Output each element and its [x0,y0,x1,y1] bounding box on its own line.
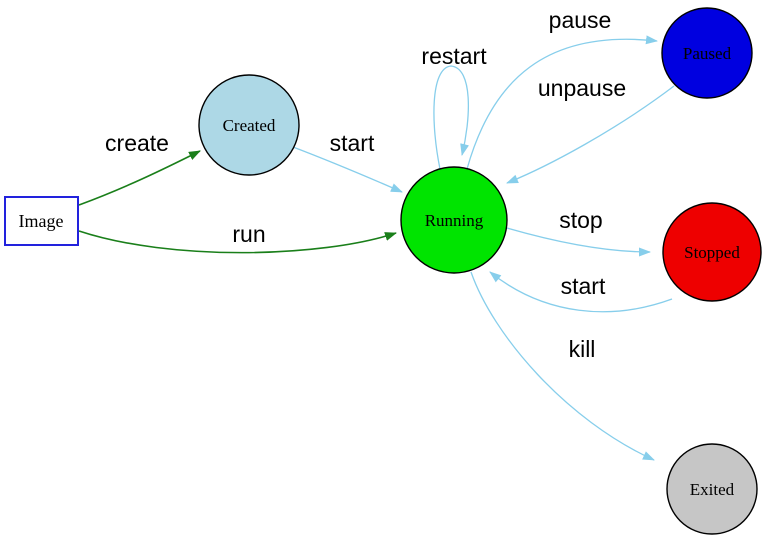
edge-label-pause: pause [549,7,612,33]
edge-label-start-stopped: start [561,273,606,299]
node-label-stopped: Stopped [684,243,740,262]
node-label-created: Created [223,116,276,135]
edge-label-kill: kill [569,336,596,362]
edge-pause [466,35,658,170]
node-image [4,196,79,246]
edge-label-run: run [232,221,265,247]
node-running [400,166,508,274]
edge-kill [470,271,655,461]
node-created [198,74,300,176]
edge-start-stopped [489,271,673,313]
edge-unpause [506,85,675,184]
edge-create [78,150,201,206]
node-label-image: Image [19,211,64,231]
edge-start-created [292,146,403,193]
nodes-layer: Image Created Running Paused Stopped Exi… [4,7,762,535]
edge-label-unpause: unpause [538,75,626,101]
edge-label-start-created: start [330,130,375,156]
edge-label-create: create [105,130,169,156]
node-stopped [662,202,762,302]
edge-labels-layer: create run start restart pause unpause s… [105,7,626,362]
edge-stop [506,227,651,257]
edge-label-restart: restart [421,43,487,69]
node-label-paused: Paused [683,44,732,63]
edge-label-stop: stop [559,207,602,233]
edge-restart [433,65,469,170]
node-label-exited: Exited [690,480,735,499]
node-exited [666,443,758,535]
node-label-running: Running [425,211,484,230]
node-paused [661,7,753,99]
edge-run [78,230,397,254]
edges-layer [78,35,675,461]
